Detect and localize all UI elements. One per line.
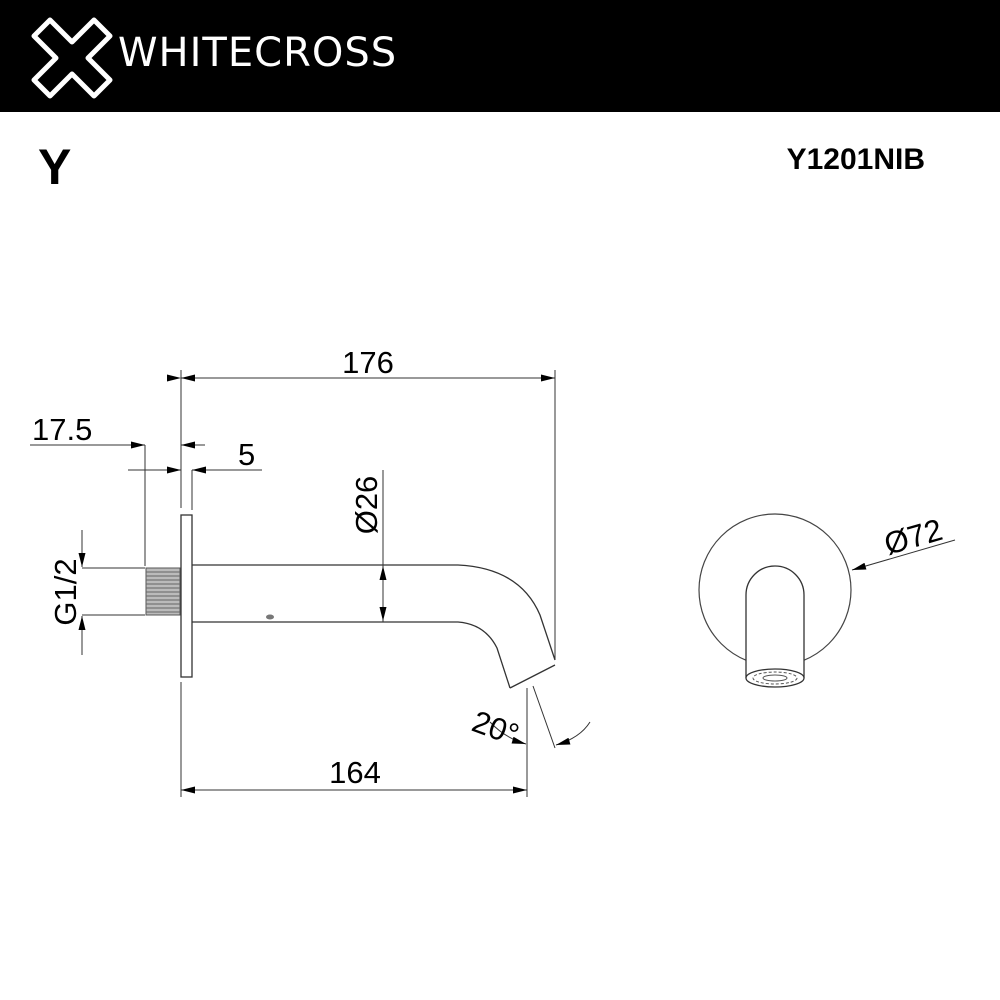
spout-top-edge bbox=[192, 564, 556, 661]
series-letter: Y bbox=[38, 139, 72, 195]
dim-overall-length: 176 bbox=[342, 345, 394, 380]
dim-projection: 164 bbox=[329, 755, 381, 790]
dim-flange-diameter: Ø72 bbox=[880, 512, 946, 562]
brand-name: WHITECROSS bbox=[118, 30, 398, 76]
spout-front bbox=[745, 565, 805, 678]
side-view-spout bbox=[145, 514, 556, 689]
dim-angle: 20° bbox=[468, 704, 524, 753]
cross-logo-icon bbox=[31, 17, 113, 99]
spout-outlet bbox=[509, 664, 556, 689]
dim-flange-thickness: 5 bbox=[238, 437, 255, 472]
product-code: Y1201NIB bbox=[786, 143, 925, 176]
dim-thread-length: 17.5 bbox=[32, 412, 92, 447]
aerator-inner bbox=[752, 671, 798, 685]
dimension-lines bbox=[30, 370, 591, 797]
spout-bottom-edge bbox=[192, 621, 511, 689]
dim-thread-size: G1/2 bbox=[48, 558, 83, 625]
brand-header: WHITECROSS bbox=[0, 0, 1000, 112]
front-view bbox=[698, 513, 956, 688]
grub-screw bbox=[266, 614, 274, 620]
wall-flange bbox=[180, 514, 193, 678]
dim-pipe-diameter: Ø26 bbox=[349, 476, 384, 535]
